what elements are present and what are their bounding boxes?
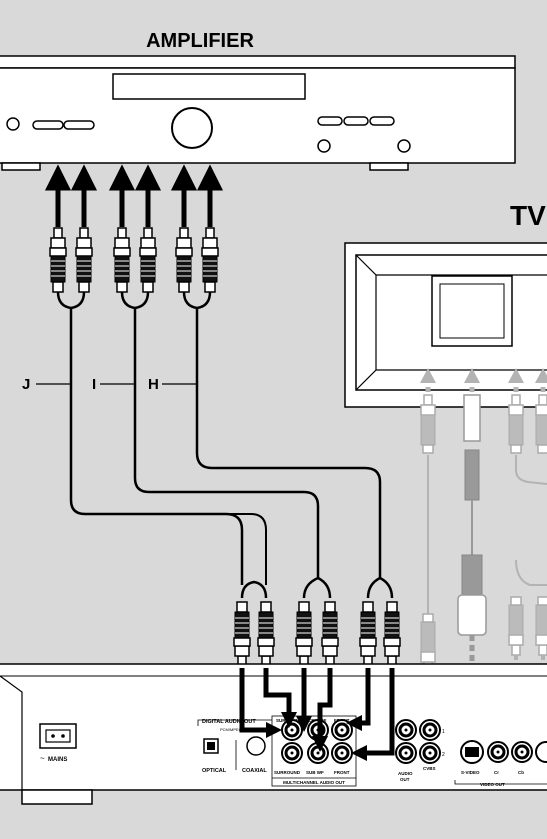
optical-label: OPTICAL bbox=[202, 768, 227, 774]
cr-jack bbox=[486, 740, 510, 764]
cvbs-1-jack bbox=[418, 718, 442, 742]
s-video-label: S-VIDEO bbox=[461, 770, 480, 775]
digital-audio-out-group: DIGITAL AUDIO OUT PCM/MPEG OPTICAL COAXI… bbox=[197, 719, 274, 774]
cable-label-h: H bbox=[148, 376, 159, 393]
amplifier-button bbox=[369, 116, 395, 126]
audio-out-label-line2: OUT bbox=[400, 777, 410, 782]
out-number-2: 2 bbox=[442, 752, 445, 758]
digital-audio-out-label: DIGITAL AUDIO OUT bbox=[202, 719, 256, 725]
amplifier-foot bbox=[369, 162, 409, 171]
volume-knob-icon bbox=[171, 107, 213, 149]
out-number-1: 1 bbox=[442, 729, 445, 735]
amplifier-button bbox=[63, 120, 95, 130]
video-out-label: VIDEO OUT bbox=[480, 782, 505, 787]
sub-wf-label: SUB WF bbox=[306, 770, 324, 775]
amplifier-button bbox=[343, 116, 369, 126]
surround-left-jack bbox=[280, 718, 304, 742]
cr-label: Cr bbox=[494, 770, 499, 775]
mains-label: MAINS bbox=[48, 757, 67, 763]
bottom-rca-plugs bbox=[233, 601, 401, 667]
cb-label: Cb bbox=[518, 770, 524, 775]
multichannel-audio-out: SURROUND CENTRE FRONT SURROUND SUB WF FR… bbox=[271, 715, 357, 787]
amplifier-jack-icon bbox=[317, 139, 331, 153]
amplifier-jack-icon bbox=[397, 139, 411, 153]
audio-out-label-line1: AUDIO bbox=[398, 771, 413, 776]
cvbs-label: CVBS bbox=[423, 766, 436, 771]
amplifier-button bbox=[32, 120, 64, 130]
cvbs-2-jack bbox=[418, 741, 442, 765]
multichannel-audio-out-label: MULTICHANNEL AUDIO OUT bbox=[283, 780, 345, 785]
amplifier-display bbox=[112, 73, 306, 100]
amplifier-button bbox=[317, 116, 343, 126]
tv-device bbox=[344, 242, 547, 408]
bottom-cable-forks bbox=[240, 576, 394, 599]
player-video-audio-out: 1 2 AUDIO OUT CVBS S-VIDEO Cr Cb VIDEO O… bbox=[394, 718, 547, 787]
cable-labels: J I H bbox=[22, 376, 197, 393]
mains-socket: ~ MAINS bbox=[39, 723, 77, 763]
cable-label-i: I bbox=[92, 376, 96, 393]
front-right-jack bbox=[330, 741, 354, 765]
audio-cables bbox=[56, 291, 382, 585]
player-foot bbox=[21, 789, 93, 805]
front-bottom-label: FRONT bbox=[334, 770, 350, 775]
cb-jack bbox=[510, 740, 534, 764]
player-input-arrowheads bbox=[266, 712, 367, 761]
surround-bottom-label: SURROUND bbox=[274, 770, 301, 775]
mains-tilde-icon: ~ bbox=[40, 754, 45, 763]
coaxial-label: COAXIAL bbox=[242, 768, 267, 774]
amplifier-foot bbox=[1, 162, 41, 171]
coaxial-jack-partial bbox=[246, 736, 266, 756]
surround-right-jack bbox=[280, 741, 304, 765]
amplifier-device bbox=[0, 55, 516, 171]
audio-out-1-jack bbox=[394, 718, 418, 742]
tv-title: TV bbox=[510, 200, 546, 231]
amplifier-title: AMPLIFIER bbox=[146, 30, 254, 52]
top-rca-plugs bbox=[49, 227, 219, 293]
cable-label-j: J bbox=[22, 376, 30, 393]
audio-out-2-jack bbox=[394, 741, 418, 765]
y-jack-partial bbox=[535, 741, 547, 763]
amplifier-input-arrows bbox=[44, 164, 224, 227]
pcm-mpeg-label: PCM/MPEG bbox=[220, 727, 242, 732]
player-input-arrows bbox=[239, 668, 395, 756]
amplifier-power-button-icon bbox=[6, 117, 20, 131]
